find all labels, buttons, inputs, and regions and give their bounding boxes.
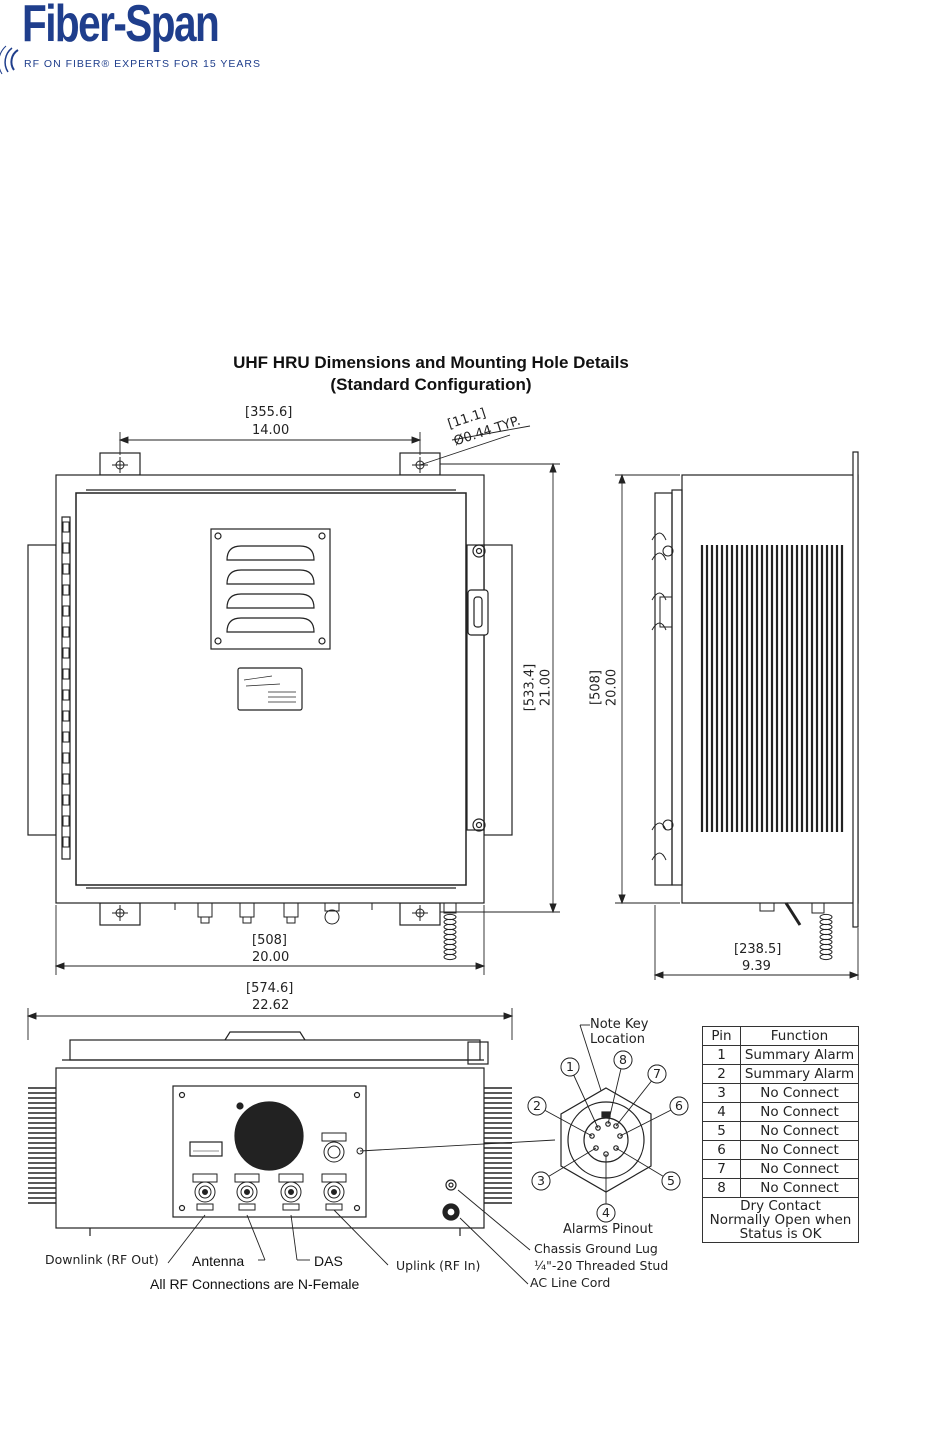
function-cell: No Connect [740,1121,859,1141]
pin-cell: 3 [702,1083,741,1103]
logo-wordmark: Fiber-Span [22,0,220,53]
dim-depth-in: 9.39 [742,959,771,974]
dim-overall-mm: [574.6] [246,981,294,996]
dim-hole-spacing-mm: [355.6] [245,405,293,420]
function-cell: No Connect [740,1083,859,1103]
dim-height-mm: [533.4] [522,663,538,712]
pin-cell: 2 [702,1064,741,1084]
dim-body-height-in: 20.00 [604,668,620,707]
title-line-1: UHF HRU Dimensions and Mounting Hole Det… [233,353,629,372]
pin-number-7: 7 [653,1066,661,1081]
ground-lug-label: Chassis Ground Lug [534,1241,658,1256]
dim-overall-in: 22.62 [252,998,290,1013]
note-line-2: Normally Open when [709,1212,852,1228]
pin-number-8: 8 [619,1052,627,1067]
function-cell: No Connect [740,1178,859,1198]
rf-connection-note: All RF Connections are N-Female [150,1276,360,1292]
front-view [27,452,513,961]
note-line-1: Dry Contact [740,1198,821,1214]
function-header: Function [740,1026,859,1046]
bottom-view [28,1031,512,1236]
pin-number-6: 6 [675,1098,683,1113]
threaded-stud-label: ¼"-20 Threaded Stud [534,1258,669,1273]
table-header-row: Pin Function [702,1026,859,1046]
table-note-row: Dry Contact Normally Open when Status is… [702,1197,859,1243]
note-key-label: Note Key [590,1017,649,1032]
pin-cell: 5 [702,1121,741,1141]
function-cell: No Connect [740,1140,859,1160]
leader-lines [167,1024,605,1285]
dimension-lines [26,425,860,1040]
alarms-pinout-caption: Alarms Pinout [563,1222,653,1237]
logo-tagline: RF ON FIBER® EXPERTS FOR 15 YEARS [24,58,261,70]
dim-hole-spacing-in: 14.00 [252,423,290,438]
table-note: Dry Contact Normally Open when Status is… [702,1197,859,1243]
dim-width-in: 20.00 [252,950,290,965]
pin-cell: 7 [702,1159,741,1179]
function-cell: No Connect [740,1102,859,1122]
dim-height-in: 21.00 [538,668,554,707]
drawing-title: UHF HRU Dimensions and Mounting Hole Det… [0,352,862,396]
pin-cell: 8 [702,1178,741,1198]
pin-cell: 4 [702,1102,741,1122]
dim-body-height-mm: [508] [588,670,604,705]
side-view [651,451,859,961]
note-key-label-2: Location [590,1032,645,1047]
pin-cell: 1 [702,1045,741,1065]
note-line-3: Status is OK [739,1226,822,1242]
pin-number-5: 5 [667,1173,675,1188]
dim-width-mm: [508] [252,933,287,948]
das-label: DAS [314,1253,343,1269]
logo-swoosh-icon [0,45,19,75]
pin-number-1: 1 [566,1059,574,1074]
function-cell: No Connect [740,1159,859,1179]
downlink-label: Downlink (RF Out) [45,1252,159,1267]
function-cell: Summary Alarm [740,1064,859,1084]
title-line-2: (Standard Configuration) [330,375,532,394]
pin-cell: 6 [702,1140,741,1160]
pin-number-4: 4 [602,1205,610,1220]
pin-number-2: 2 [533,1098,541,1113]
alarm-connector [527,1050,689,1223]
pin-number-3: 3 [537,1173,545,1188]
pin-header: Pin [702,1026,741,1046]
ac-line-cord-label: AC Line Cord [530,1275,611,1290]
dim-depth-mm: [238.5] [734,942,782,957]
antenna-label: Antenna [192,1253,245,1269]
function-cell: Summary Alarm [740,1045,859,1065]
uplink-label: Uplink (RF In) [396,1258,481,1273]
logo: Fiber-Span RF ON FIBER® EXPERTS FOR 15 Y… [0,0,260,80]
